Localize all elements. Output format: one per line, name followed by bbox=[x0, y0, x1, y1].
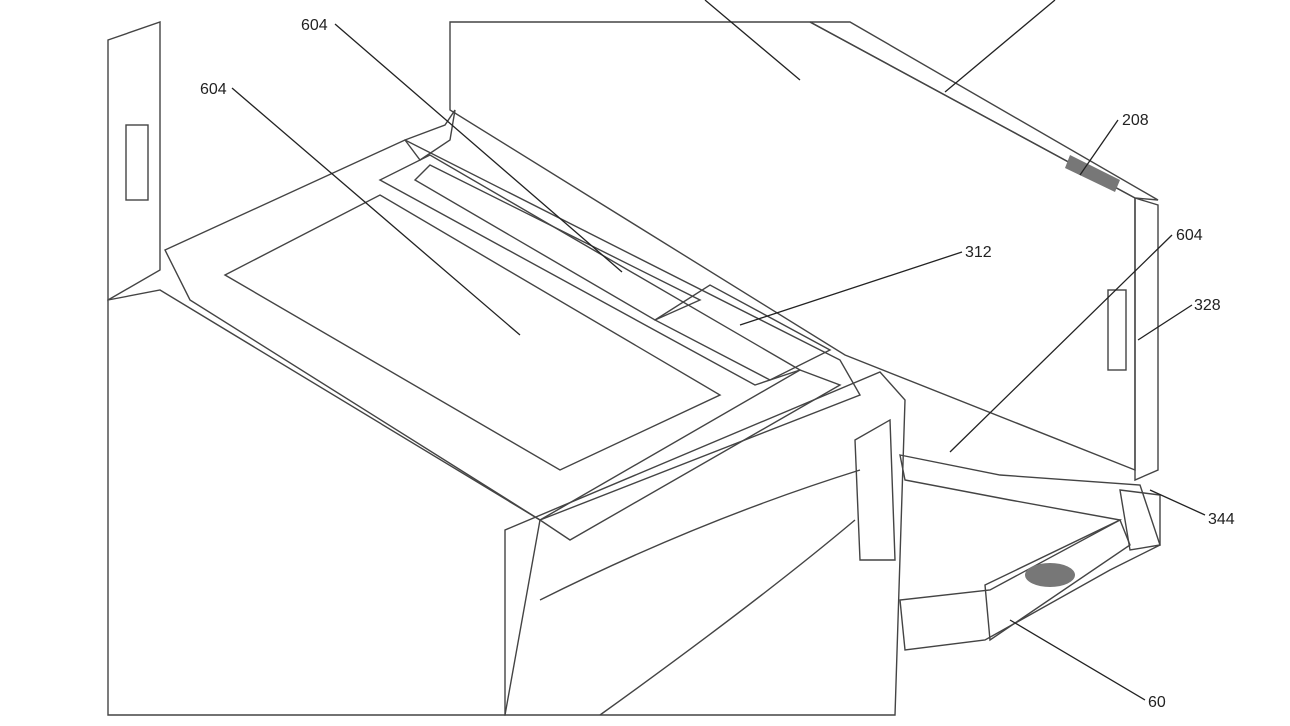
left-side-wall bbox=[107, 21, 161, 302]
leader-lines bbox=[231, 0, 1206, 701]
tailgate bbox=[504, 369, 906, 716]
label-604-top: 604 bbox=[301, 17, 328, 34]
label-328: 328 bbox=[1194, 297, 1221, 314]
bulkhead-panel bbox=[449, 21, 1159, 482]
label-60: 60 bbox=[1148, 694, 1166, 711]
tailgate-step-arm bbox=[899, 454, 1161, 651]
label-604-left: 604 bbox=[200, 81, 227, 98]
panel-window bbox=[682, 72, 905, 252]
reference-labels: 604 604 208 312 604 328 344 60 bbox=[200, 17, 1235, 711]
bed-floor bbox=[107, 289, 541, 716]
label-312: 312 bbox=[965, 244, 992, 261]
label-344: 344 bbox=[1208, 511, 1235, 528]
label-208: 208 bbox=[1122, 112, 1149, 129]
label-604-right: 604 bbox=[1176, 227, 1203, 244]
